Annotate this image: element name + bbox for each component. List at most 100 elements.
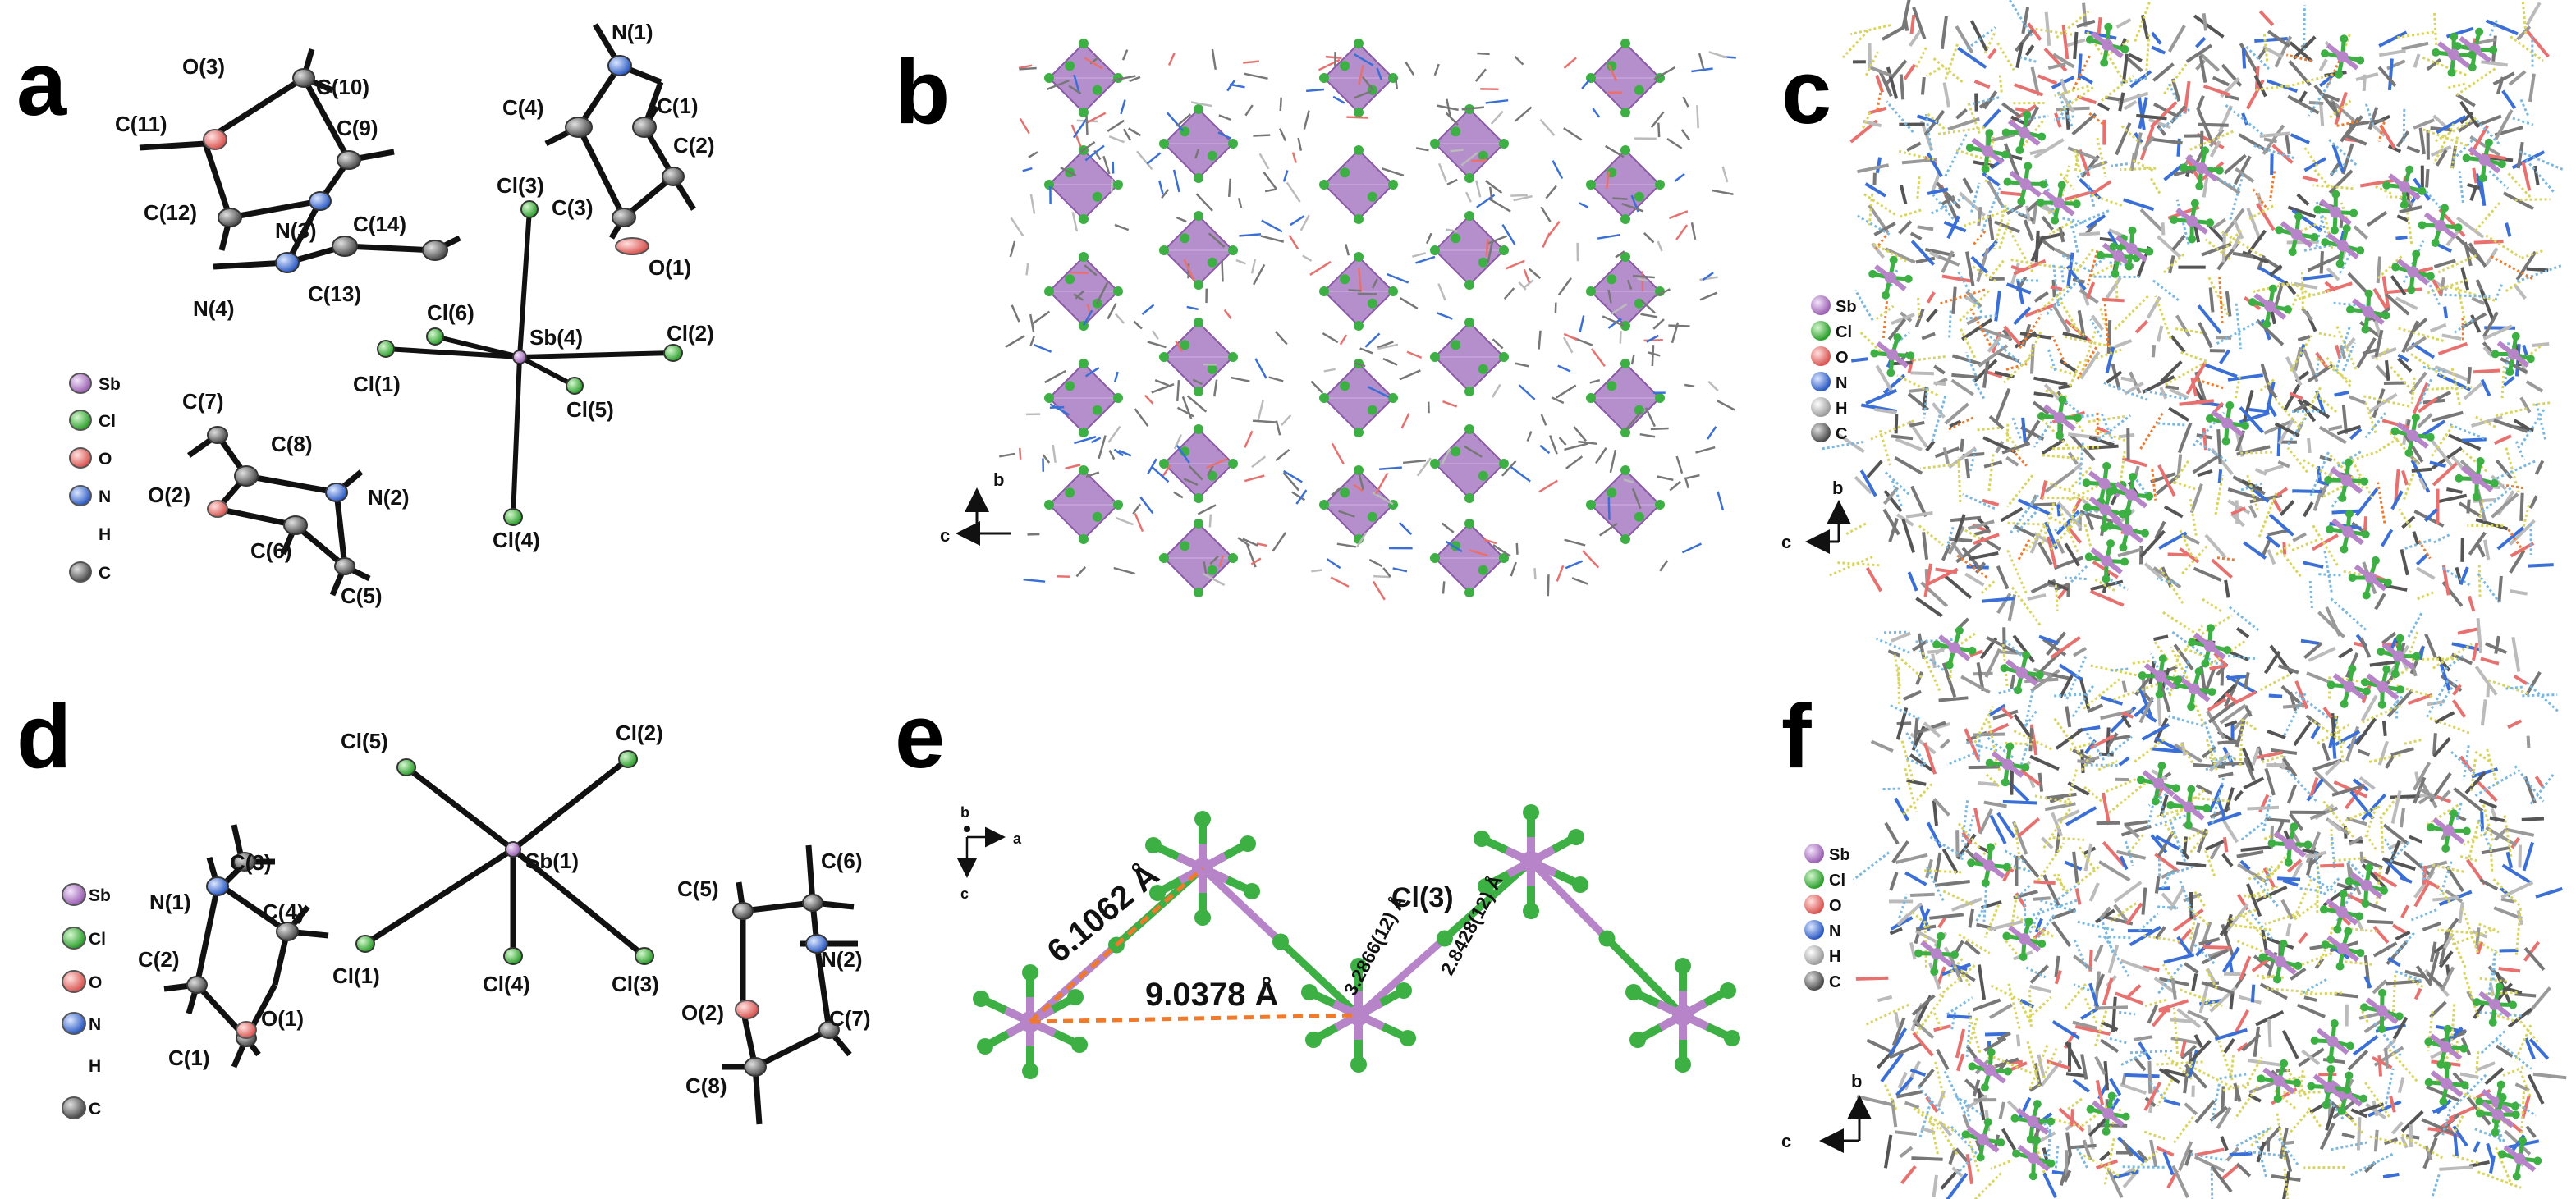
hydrogen-bond xyxy=(2076,346,2098,381)
cation-stick xyxy=(1615,250,1625,259)
organic-bond xyxy=(2493,419,2528,433)
cl-atom xyxy=(2326,525,2335,534)
cl-atom xyxy=(1244,883,1260,899)
cl-atom xyxy=(2447,68,2456,77)
cl-atom xyxy=(2273,975,2282,984)
cation-stick xyxy=(1090,437,1102,444)
cl-atom xyxy=(1354,145,1364,155)
hydrogen-bond xyxy=(2313,850,2323,895)
organic-bond xyxy=(1864,182,1887,198)
cl-atom xyxy=(2475,1097,2484,1106)
cl-atom xyxy=(2454,223,2463,232)
organic-bond xyxy=(2318,58,2328,72)
cation-stick xyxy=(1437,312,1453,320)
cation-stick xyxy=(1011,304,1020,323)
organic-bond xyxy=(2498,967,2521,973)
organic-bond xyxy=(2029,344,2035,374)
cation-stick xyxy=(1657,475,1674,482)
organic-bond xyxy=(2521,1095,2531,1119)
organic-bond xyxy=(2091,180,2112,195)
cl-atom xyxy=(2240,421,2249,430)
cl-atom xyxy=(1967,858,1976,867)
organic-bond xyxy=(2292,489,2322,493)
sb-atom xyxy=(2360,880,2372,892)
cl-atom xyxy=(2003,177,2012,186)
organic-bond xyxy=(2478,799,2498,809)
hydrogen-bond xyxy=(2028,1043,2049,1090)
cation-stick xyxy=(1382,357,1398,366)
hydrogen-bond xyxy=(2086,249,2099,286)
legend-f-sb: Sb xyxy=(1829,846,1850,864)
organic-bond xyxy=(2281,755,2286,770)
organic-bond xyxy=(2356,1117,2362,1151)
hydrogen-bond xyxy=(2433,533,2450,544)
cl-atom xyxy=(1113,180,1123,190)
hydrogen-bond xyxy=(2239,451,2273,455)
organic-bond xyxy=(2413,53,2421,68)
organic-bond xyxy=(2117,547,2142,558)
organic-bond xyxy=(2190,377,2198,397)
hydrogen-bond xyxy=(1955,1157,1973,1175)
panel-letter-a: a xyxy=(16,34,67,135)
sb-atom xyxy=(2284,838,2296,850)
cation-stick xyxy=(1469,549,1488,557)
hydrogen-bond xyxy=(2157,905,2179,909)
organic-bond xyxy=(2191,973,2198,992)
cl-atom xyxy=(1499,245,1509,255)
cation-stick xyxy=(1440,447,1451,465)
organic-bond xyxy=(2434,365,2469,382)
hydrogen-bond xyxy=(1962,492,1996,510)
hydrogen-bond xyxy=(1919,462,1960,470)
organic-bond xyxy=(2196,94,2205,111)
organic-bond xyxy=(2532,341,2550,347)
cl-atom xyxy=(2331,190,2340,199)
cl-atom xyxy=(2136,776,2145,785)
hydrogen-bond xyxy=(2099,307,2108,330)
organic-bond xyxy=(2286,858,2303,873)
organic-bond xyxy=(2246,208,2262,242)
cation-stick xyxy=(1282,469,1303,483)
hydrogen-bond xyxy=(1915,993,1946,1035)
organic-bond xyxy=(2179,547,2200,564)
sb-atom xyxy=(2471,473,2483,485)
hydrogen-bond xyxy=(2392,975,2397,1012)
organic-bond xyxy=(2214,1027,2248,1041)
hydrogen-bond xyxy=(2023,908,2043,945)
label-C14: C(14) xyxy=(353,212,406,236)
cation-stick xyxy=(1252,419,1276,423)
hydrogen-bond xyxy=(2250,186,2267,208)
hydrogen-bond xyxy=(2331,836,2336,869)
axes-c: b c xyxy=(1781,478,1851,554)
organic-bond xyxy=(1906,778,1927,786)
hydrogen-bond xyxy=(2074,152,2079,172)
cation-stick xyxy=(1282,170,1289,182)
cation-stick xyxy=(1565,560,1583,570)
hydrogen-bond xyxy=(2154,1060,2203,1066)
hydrogen-bond xyxy=(2450,286,2496,302)
cation-stick xyxy=(1118,449,1132,457)
organic-bond xyxy=(2514,1082,2530,1092)
cation-stick xyxy=(1299,214,1310,231)
cation-stick xyxy=(1212,379,1218,397)
cl-atom xyxy=(2073,414,2082,423)
hydrogen-bond xyxy=(1969,449,1977,472)
organic-bond xyxy=(2159,794,2169,817)
organic-bond xyxy=(2198,937,2221,946)
hydrogen-bond xyxy=(1930,195,1967,215)
hydrogen-bond xyxy=(2458,854,2477,863)
label-d-C8: C(8) xyxy=(685,1073,727,1098)
hydrogen-bond xyxy=(2317,573,2341,577)
organic-bond xyxy=(2027,22,2042,41)
hydrogen-bond xyxy=(1863,193,1899,217)
cl-atom xyxy=(1474,831,1490,847)
cation-stick xyxy=(1297,137,1303,151)
organic-bond xyxy=(2217,469,2223,483)
hydrogen-bond xyxy=(2364,103,2376,128)
label-C1: C(1) xyxy=(657,94,699,118)
organic-bond xyxy=(2157,698,2162,726)
cl-atom xyxy=(2344,927,2353,936)
organic-bond xyxy=(2138,696,2155,724)
organic-bond xyxy=(1946,1014,1972,1019)
cl-atom xyxy=(2313,205,2322,214)
cation-stick xyxy=(1183,478,1199,486)
